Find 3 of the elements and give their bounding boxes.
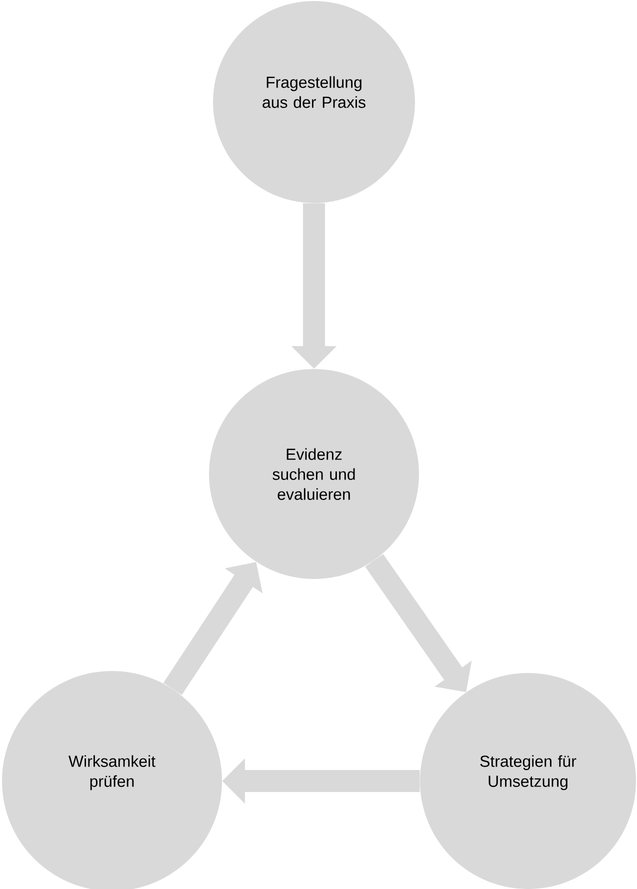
circle-node: Evidenz suchen und evaluieren [209,369,419,579]
circle-node: Fragestellung aus der Praxis [213,1,415,203]
circle-node: Strategien für Umsetzung [420,673,636,889]
